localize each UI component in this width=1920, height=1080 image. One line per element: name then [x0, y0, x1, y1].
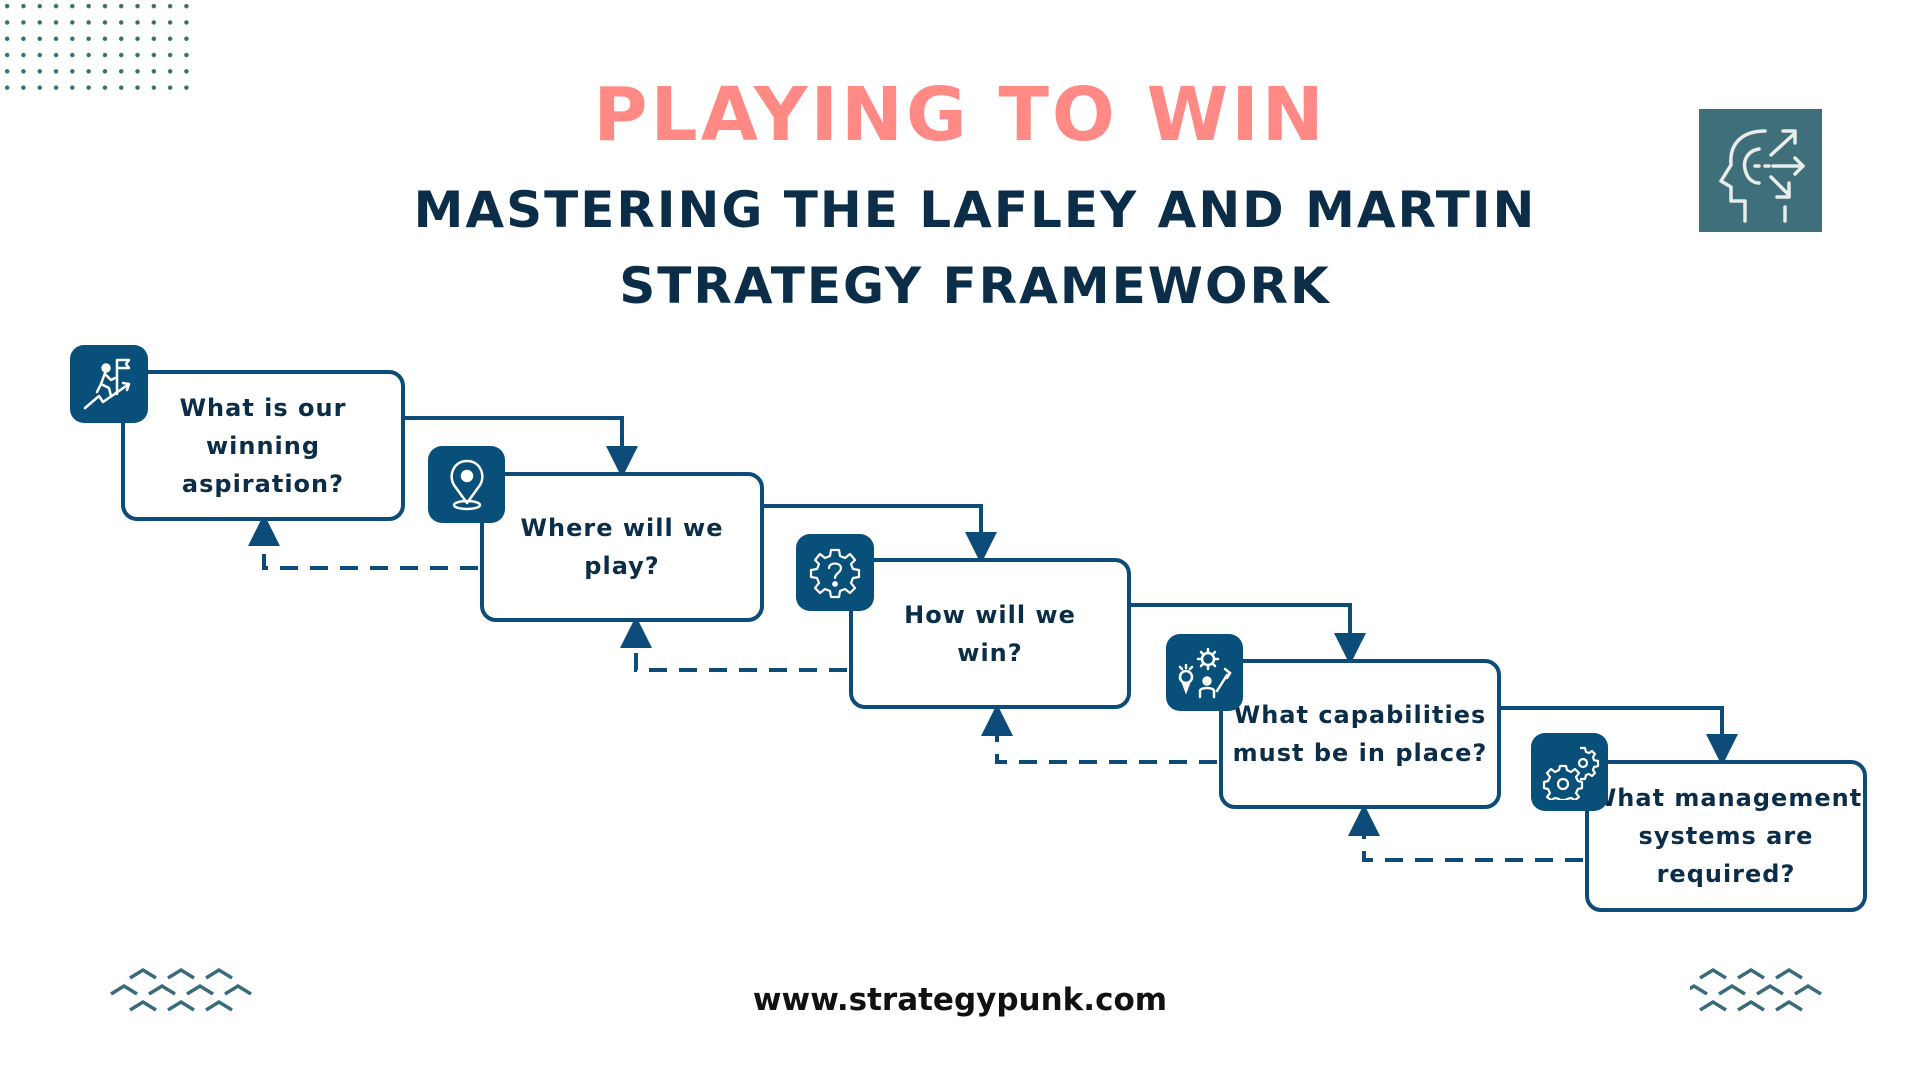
step-box-where-to-play: Where will we play? [480, 472, 764, 622]
step-box-capabilities: What capabilities must be in place? [1219, 659, 1501, 809]
step-box-how-to-win: How will we win? [849, 558, 1131, 709]
subtitle-line-1: MASTERING THE LAFLEY AND MARTIN [413, 181, 1537, 239]
page-title: PLAYING TO WIN [593, 72, 1327, 158]
location-pin-icon [428, 446, 505, 523]
chevron-pattern-left [110, 967, 252, 1012]
step-box-winning-aspiration: What is our winning aspiration? [121, 370, 405, 521]
gears-icon [1531, 733, 1608, 811]
dot-grid-decoration [0, 0, 190, 95]
chevron-pattern-right [1690, 967, 1822, 1012]
step-label: How will we win? [904, 600, 1076, 667]
step-box-management-systems: What management systems are required? [1585, 760, 1867, 912]
gear-question-icon [796, 534, 874, 611]
step-label: What is our winning aspiration? [179, 393, 347, 498]
step-label: What capabilities must be in place? [1232, 701, 1488, 767]
capabilities-person-tools-icon [1166, 634, 1243, 711]
climbing-flag-icon [70, 345, 148, 423]
page-subtitle: MASTERING THE LAFLEY AND MARTIN STRATEGY… [360, 172, 1590, 324]
head-strategy-arrows-icon [1699, 109, 1822, 232]
step-label: What management systems are required? [1589, 784, 1863, 888]
subtitle-line-2: STRATEGY FRAMEWORK [619, 257, 1331, 315]
step-label: Where will we play? [520, 514, 724, 580]
footer-url[interactable]: www.strategypunk.com [752, 982, 1168, 1018]
